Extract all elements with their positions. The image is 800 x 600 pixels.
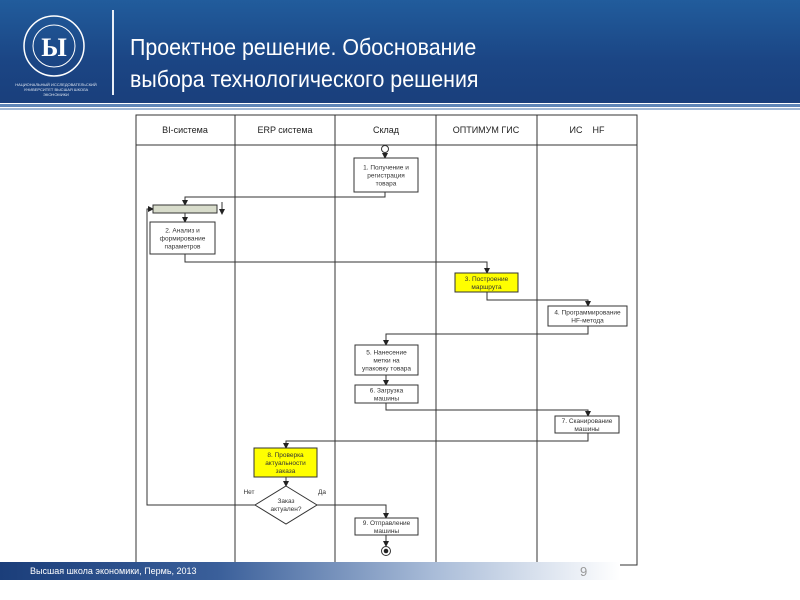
step-box-s5 (354, 344, 419, 376)
yes-label: Да (318, 489, 326, 496)
step-box-s6 (354, 384, 419, 404)
step-label: 9. Отправление (363, 520, 411, 527)
lane-gis: ОПТИМУМ ГИС (453, 125, 520, 135)
header-divider-thin (0, 108, 800, 110)
step-label: 2. Анализ и (165, 227, 200, 234)
decision-diamond (254, 485, 318, 525)
svg-text:Ы: Ы (41, 33, 67, 62)
step-label: 4. Программирование (554, 309, 621, 316)
step-box-s7 (554, 415, 620, 434)
footer-text: Высшая школа экономики, Пермь, 2013 (30, 566, 197, 576)
decision-line-1: Заказ (277, 498, 294, 505)
step-label: машины (574, 426, 600, 433)
connectors (146, 153, 591, 547)
step-label: 7. Сканирование (562, 418, 613, 425)
step-box-s4 (547, 305, 628, 327)
lane-headers: BI-система ERP система Склад ОПТИМУМ ГИС… (162, 125, 605, 135)
lane-erp: ERP система (257, 125, 312, 135)
step-label: товара (376, 180, 397, 187)
step-label: регистрация (367, 172, 405, 179)
hse-logo-icon: Ы (23, 15, 85, 77)
header-vertical-line (112, 10, 114, 95)
merge-bar (152, 204, 218, 214)
title-line-2: выбора технологического решения (130, 66, 479, 92)
lane-hf: ИС HF (570, 125, 605, 135)
step-label: актуальности (265, 460, 306, 467)
page-number: 9 (580, 564, 588, 579)
title-line-1: Проектное решение. Обоснование (130, 34, 477, 60)
step-label: маршрута (471, 284, 502, 291)
step-label: машины (374, 528, 400, 535)
start-node-icon (381, 145, 389, 153)
step-label: упаковку товара (362, 365, 411, 372)
step-box-s2 (149, 221, 216, 255)
step-label: 5. Нанесение (366, 349, 407, 356)
step-label: HF-метода (571, 317, 604, 324)
lane-warehouse: Склад (373, 125, 400, 135)
no-label: Нет (243, 489, 254, 496)
step-label: формирование (160, 235, 206, 242)
step-box-s8 (253, 447, 318, 478)
header-bar (0, 0, 800, 103)
lane-bi: BI-система (162, 125, 208, 135)
step-box-s9 (354, 517, 419, 536)
logo-caption: НАЦИОНАЛЬНЫЙ ИССЛЕДОВАТЕЛЬСКИЙ УНИВЕРСИТ… (15, 82, 97, 97)
page-title: Проектное решение. Обоснование выбора те… (130, 31, 479, 95)
header-divider (0, 104, 800, 107)
step-label: параметров (165, 243, 201, 250)
step-label: 3. Построение (465, 276, 509, 283)
step-label: 6. Загрузка (370, 387, 404, 394)
step-label: заказа (276, 468, 296, 475)
step-label: метки на (373, 357, 400, 364)
step-label: машины (374, 395, 400, 402)
footer-bar (0, 562, 620, 580)
step-box-s1 (353, 157, 419, 193)
step-label: 8. Проверка (267, 452, 304, 459)
step-label: 1. Получение и (363, 164, 409, 171)
decision-line-2: актуален? (271, 506, 302, 513)
step-box-s3 (454, 272, 519, 293)
